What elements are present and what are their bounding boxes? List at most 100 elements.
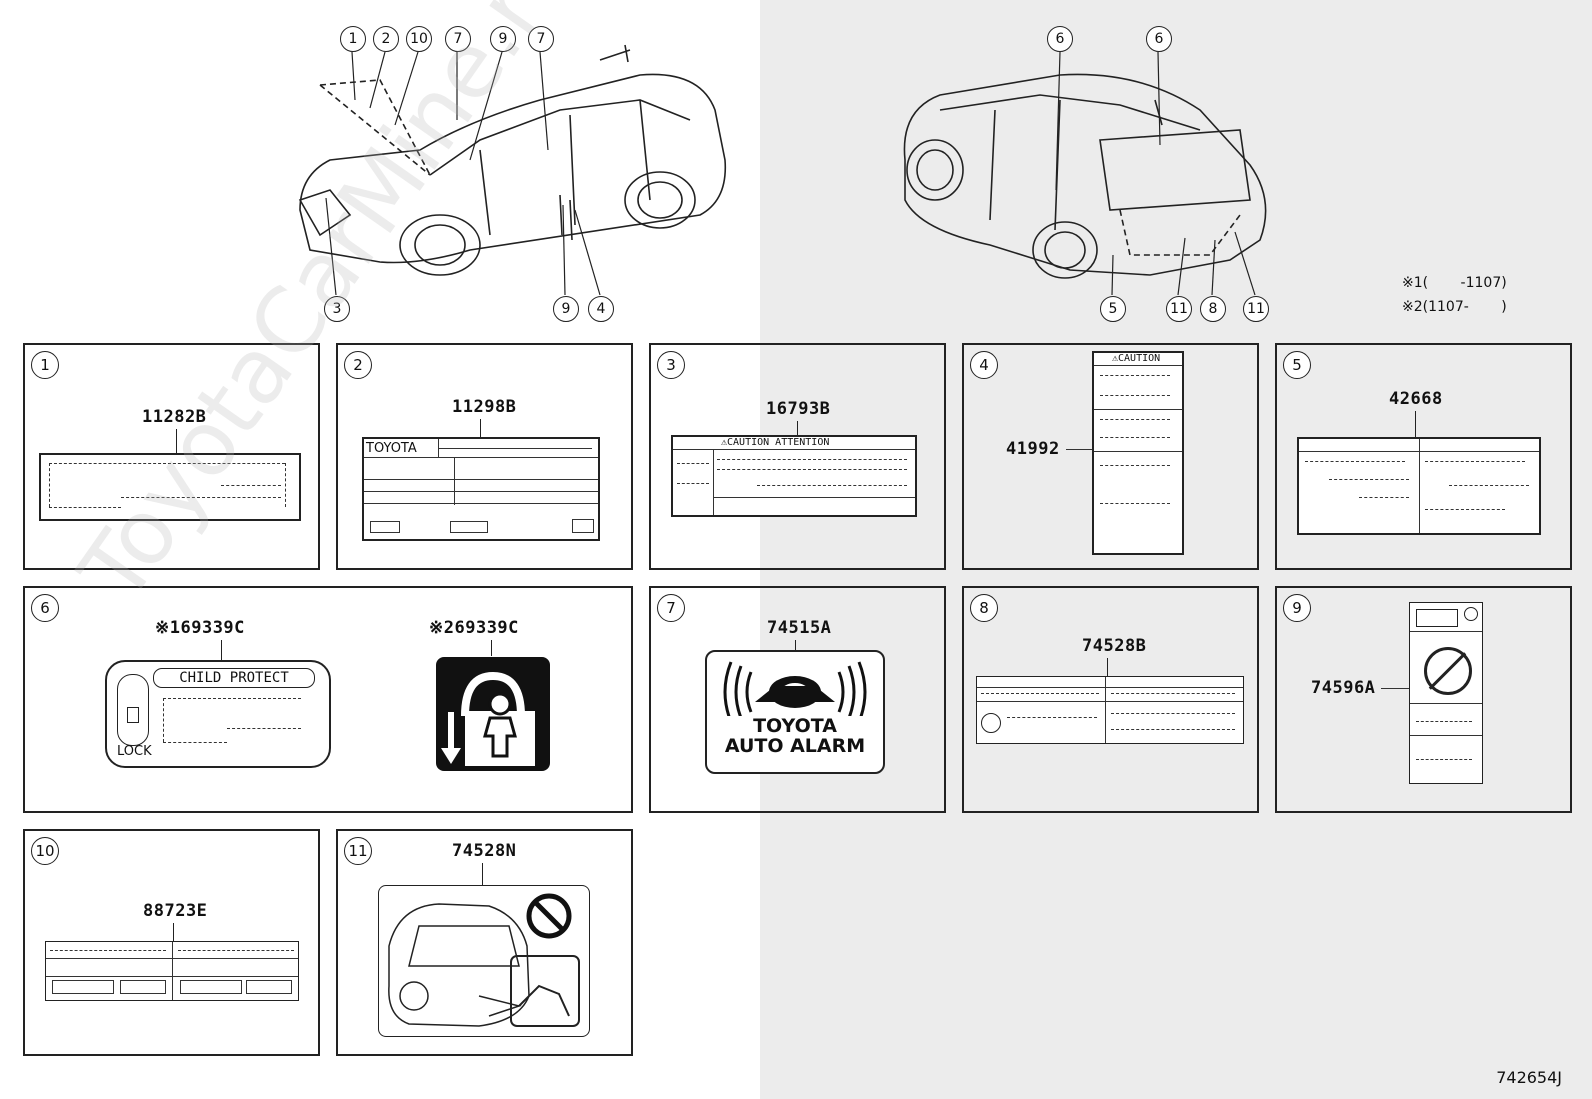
- callout-8: 8: [1200, 296, 1226, 322]
- label-line: [49, 463, 50, 507]
- panel-9-number: 9: [1283, 594, 1311, 622]
- label-line: [49, 463, 285, 464]
- label-line: [1329, 479, 1409, 480]
- part-number: 74528N: [452, 841, 517, 861]
- label-line: [364, 503, 598, 504]
- label-line: [1100, 465, 1170, 466]
- slash: [1428, 652, 1467, 690]
- label-74528B: [976, 676, 1244, 744]
- label-line: [677, 483, 709, 484]
- panel-3: 3 16793B ⚠CAUTION ATTENTION: [649, 343, 946, 570]
- vehicle-overview: 1 2 10 7 9 7 3 9 4 6 6 5 11 8 11 ※1( -11…: [0, 0, 1592, 340]
- label-title: CHILD PROTECT: [153, 668, 315, 688]
- part-number: 11282B: [142, 407, 207, 427]
- leader: [1415, 411, 1416, 439]
- callout-5: 5: [1100, 296, 1126, 322]
- label-line: [50, 950, 166, 951]
- part-number: 16793B: [766, 399, 831, 419]
- label-line: [717, 459, 907, 460]
- panel-1-number: 1: [31, 351, 59, 379]
- label-box: [120, 980, 166, 994]
- prohibition-icon: [981, 713, 1001, 733]
- panel-10: 10 88723E: [23, 829, 320, 1056]
- label-line: [981, 693, 1099, 694]
- label-line: [438, 448, 592, 449]
- callout-3: 3: [324, 296, 350, 322]
- lock-knob: [127, 707, 139, 723]
- no-child-seat-icon: [1424, 647, 1472, 695]
- child-lock-pictogram-icon: [436, 657, 550, 771]
- callout-7a: 7: [445, 26, 471, 52]
- part-number-2: ※269339C: [429, 618, 519, 638]
- label-line: [163, 698, 164, 742]
- label-line: [1100, 419, 1170, 420]
- note-2-mark: ※2: [1402, 299, 1423, 315]
- part-number: 41992: [1006, 439, 1060, 459]
- label-line: [713, 449, 714, 515]
- label-line: [1094, 409, 1182, 410]
- callout-6a: 6: [1047, 26, 1073, 52]
- label-line: [1416, 759, 1472, 760]
- label-line: [46, 976, 298, 977]
- callout-10: 10: [406, 26, 432, 52]
- label-line: [285, 463, 286, 507]
- panel-8-number: 8: [970, 594, 998, 622]
- label-line: [49, 507, 121, 508]
- label-line: [1100, 437, 1170, 438]
- callout-11b: 11: [1243, 296, 1269, 322]
- label-88723E: [45, 941, 299, 1001]
- label-line: [178, 950, 294, 951]
- label-box: [370, 521, 400, 533]
- label-line: [1410, 735, 1482, 736]
- label-header: ⚠CAUTION ATTENTION: [721, 437, 830, 448]
- panel-2-number: 2: [344, 351, 372, 379]
- label-line: [1111, 729, 1235, 730]
- leader: [491, 640, 492, 656]
- panel-10-number: 10: [31, 837, 59, 865]
- label-line: [163, 742, 227, 743]
- part-number: 11298B: [452, 397, 517, 417]
- label-auto-alarm: TOYOTA AUTO ALARM: [705, 650, 885, 774]
- label-line: [1299, 451, 1539, 452]
- callout-9a: 9: [490, 26, 516, 52]
- label-line: [163, 698, 301, 699]
- panel-11-number: 11: [344, 837, 372, 865]
- part-number-1: ※169339C: [155, 618, 245, 638]
- alarm-waves-icon: [723, 661, 867, 716]
- panel-5-number: 5: [1283, 351, 1311, 379]
- label-line: [1305, 461, 1405, 462]
- note-mark-1: ※1: [155, 618, 181, 638]
- callout-7b: 7: [528, 26, 554, 52]
- part-number: 74528B: [1082, 636, 1147, 656]
- label-42668: [1297, 437, 1541, 535]
- panel-7: 7 74515A TOYOTA AUTO ALARM: [649, 586, 946, 813]
- diagram-id: 742654J: [1496, 1068, 1562, 1087]
- label-line: [1100, 375, 1170, 376]
- label-line: [172, 942, 173, 1000]
- label-line: [977, 687, 1243, 688]
- note-1-mark: ※1: [1402, 275, 1423, 291]
- label-line: [364, 479, 598, 480]
- panel-8: 8 74528B: [962, 586, 1259, 813]
- leader: [221, 640, 222, 662]
- callout-11a: 11: [1166, 296, 1192, 322]
- panel-4: 4 41992 ⚠CAUTION: [962, 343, 1259, 570]
- part-number: 74596A: [1311, 678, 1376, 698]
- label-line: [1359, 497, 1409, 498]
- label-74596A: [1409, 602, 1483, 784]
- left-leaders: [325, 51, 601, 296]
- lock-label: LOCK: [117, 744, 152, 759]
- note-mark-2: ※2: [429, 618, 455, 638]
- label-line: [454, 457, 455, 505]
- label-child-protect: CHILD PROTECT LOCK: [105, 660, 331, 768]
- circle-icon: [1464, 607, 1478, 621]
- label-line: [1410, 703, 1482, 704]
- part-number: 88723E: [143, 901, 208, 921]
- label-line: [227, 728, 301, 729]
- leader: [482, 863, 483, 887]
- label-line: [673, 449, 915, 450]
- label-line: [1419, 439, 1420, 533]
- part-number-2-value: 69339C: [454, 618, 519, 638]
- note-1: ※1( -1107): [1402, 272, 1507, 292]
- lock-slot-icon: [117, 674, 149, 746]
